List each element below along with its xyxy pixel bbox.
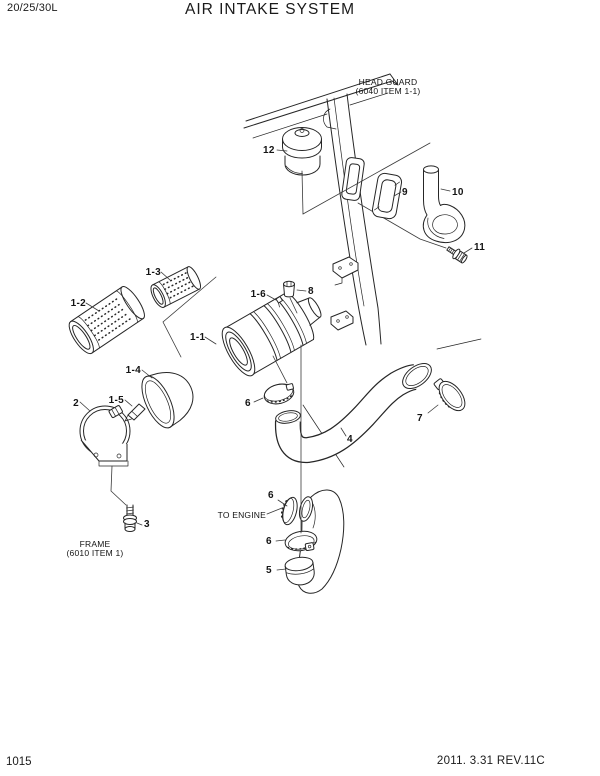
callout-6-hose-top: 6 [268,490,274,501]
part-6-clamp-hose-mid [284,530,318,552]
callout-3: 3 [144,519,150,530]
revision-date: 2011. 3.31 REV.11C [436,755,545,767]
part-1-3-element [150,266,202,308]
part-11-bolt [446,246,468,264]
callout-8: 8 [308,286,314,297]
callout-1-3: 1-3 [146,267,161,278]
part-6-clamp-hose-top [280,496,298,526]
note-frame-line1: FRAME [80,539,111,549]
callout-1-1: 1-1 [190,332,205,343]
note-head-guard-line2: (6040 ITEM 1-1) [356,86,421,96]
callout-1-5: 1-5 [109,395,124,406]
callout-12: 12 [263,145,275,156]
callout-2: 2 [73,398,79,409]
page-title: AIR INTAKE SYSTEM [184,1,356,18]
part-6-clamp-upper [263,383,295,405]
callout-9: 9 [402,187,408,198]
model-code: 20/25/30L [7,2,58,14]
part-1-4-cap [141,372,194,429]
part-4-hose [274,363,432,463]
frame-edge-right [436,338,482,350]
to-engine-assembly [280,489,345,594]
note-head-guard-line1: HEAD GUARD [359,77,418,87]
callout-10: 10 [452,187,464,198]
pointer-line-duct [302,142,431,215]
callout-11: 11 [474,242,485,253]
part-12-precleaner [282,127,322,176]
pointer-line-outlet [272,355,288,384]
callout-7: 7 [417,413,423,424]
part-7-clamp [433,378,466,412]
pointer-line-elements [162,276,217,358]
note-to-engine: TO ENGINE [218,510,267,520]
page-number: 1015 [6,756,32,768]
part-5-hose [284,556,315,586]
part-1-6-valve [275,296,283,308]
part-2-band [79,405,131,467]
callout-6-upper: 6 [245,398,251,409]
callout-1-2: 1-2 [71,298,86,309]
callout-leaders [79,149,473,571]
part-9-gasket [371,172,403,220]
head-guard-structure [243,73,399,346]
part-1-2-element [68,286,145,355]
part-1-5-clip [124,403,146,422]
part-3-bolt [123,504,137,532]
callout-6-hose-mid: 6 [266,536,272,547]
callout-5: 5 [266,565,272,576]
callout-4: 4 [347,434,353,445]
callout-1-4: 1-4 [126,365,141,376]
part-8-mount [283,280,298,314]
note-frame-line2: (6010 ITEM 1) [67,548,124,558]
callout-1-6: 1-6 [251,289,266,300]
pointer-line-bracket-bolt [110,465,127,506]
pointer-line-precleaner [301,170,304,215]
part-1-1-air-cleaner [221,292,322,377]
part-10-duct [422,165,466,244]
